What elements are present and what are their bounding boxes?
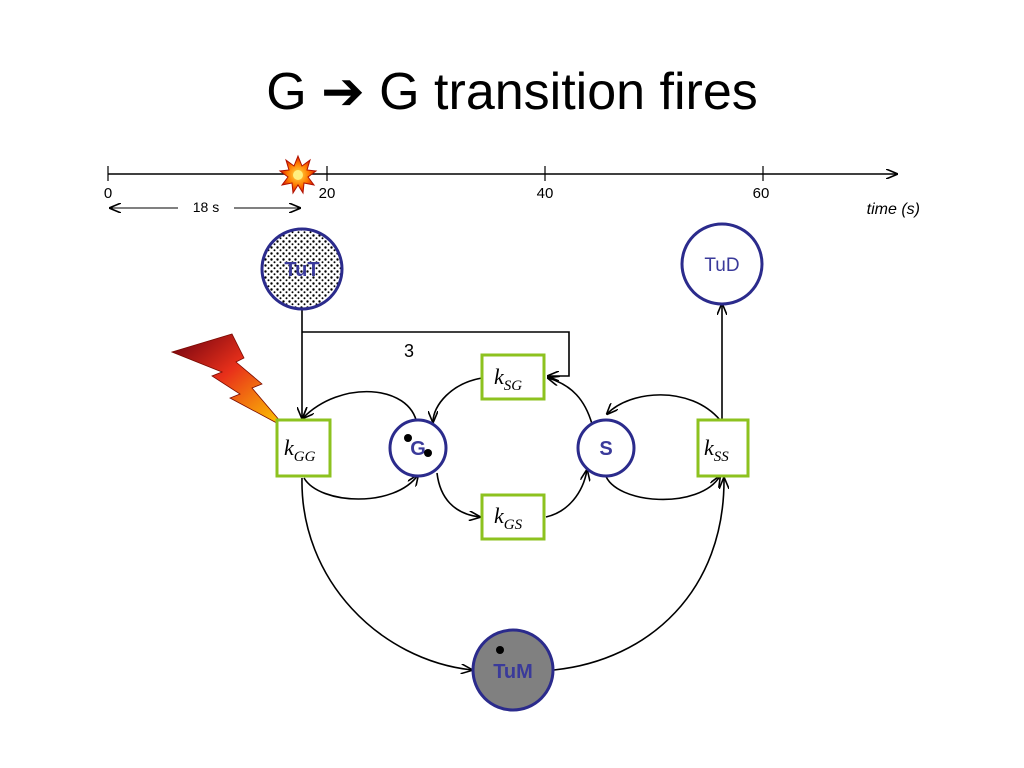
transition-kgs-label: kGS (494, 503, 523, 533)
place-tut-label: TuT (284, 259, 319, 281)
tick-label-0: 0 (104, 185, 112, 202)
arc-s-kss (604, 474, 720, 501)
place-tum[interactable]: TuM (471, 628, 555, 712)
timeline: 0 20 40 60 time (s) 18 s (104, 154, 920, 218)
place-s[interactable]: S (576, 418, 636, 478)
arc-tum-kss (553, 478, 724, 671)
place-tum-label: TuM (493, 661, 533, 683)
elapsed-label: 18 s (193, 199, 219, 215)
title-suffix: G transition fires (364, 63, 758, 121)
arc-g-kgg (303, 390, 418, 425)
lightning-bolt-icon (170, 333, 287, 429)
arc-kgg-tum (301, 477, 472, 670)
arcs (302, 304, 724, 670)
explosion-icon (278, 154, 318, 195)
title-arrow-icon: ➔ (321, 63, 365, 121)
title-prefix: G (266, 63, 322, 121)
transition-ksg-label: kSG (494, 364, 522, 394)
tick-label-20: 20 (319, 185, 336, 202)
transition-kss[interactable]: kSS (696, 418, 750, 478)
place-g[interactable]: G (388, 418, 448, 478)
tick-label-40: 40 (537, 185, 554, 202)
arc-g-kgs (436, 472, 480, 517)
place-s-label: S (599, 438, 612, 460)
transition-kss-label: kSS (704, 435, 729, 465)
token (404, 434, 412, 442)
transition-kgg[interactable]: kGG (275, 418, 332, 478)
arc-ksg-g (433, 377, 483, 422)
axis-title: time (s) (867, 201, 920, 218)
place-tud-label: TuD (704, 255, 739, 276)
transition-kgg-label: kGG (284, 435, 316, 465)
token (496, 646, 504, 654)
transition-kgs[interactable]: kGS (480, 493, 546, 541)
arc-s-ksg (548, 378, 593, 425)
place-tut[interactable]: TuT (260, 227, 344, 311)
place-g-label: G (410, 438, 426, 460)
tick-label-60: 60 (753, 185, 770, 202)
token (424, 449, 432, 457)
place-tud[interactable]: TuD (680, 222, 764, 306)
arc-kss-s (607, 394, 721, 421)
arc-kgg-g (303, 475, 418, 500)
slide-title: G ➔ G transition fires (0, 62, 1024, 122)
arc-weight-label: 3 (404, 341, 414, 361)
transition-ksg[interactable]: kSG (480, 353, 546, 401)
arc-kgs-s (545, 470, 587, 518)
